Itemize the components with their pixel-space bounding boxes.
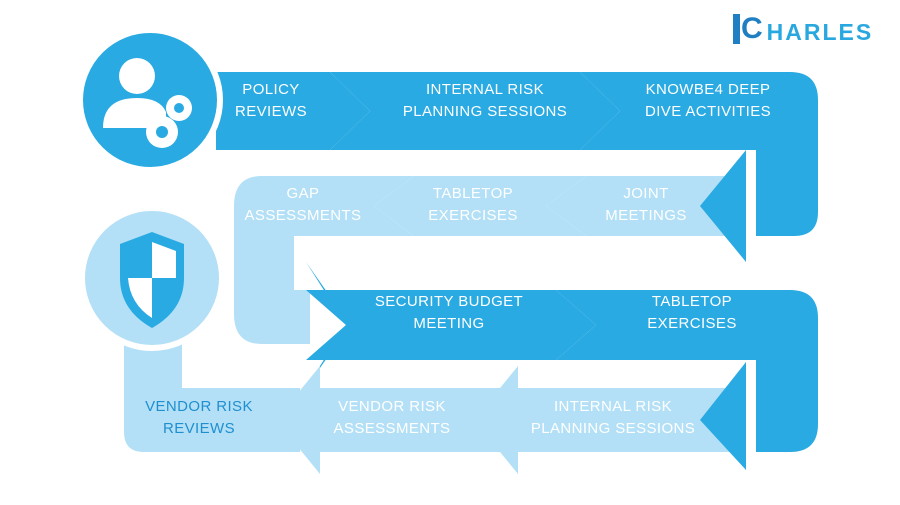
step-label: TABLETOP EXERCISES bbox=[428, 183, 517, 227]
step-label-line: TABLETOP bbox=[432, 185, 514, 202]
step-arrow bbox=[294, 176, 414, 236]
step-label-line: DIVE ACTIVITIES bbox=[644, 103, 772, 120]
step-label: POLICY REVIEWS bbox=[235, 79, 307, 123]
step-label: TABLETOP EXERCISES bbox=[647, 291, 736, 335]
step-arrow bbox=[546, 176, 746, 236]
brand-logo: C HARLES bbox=[733, 14, 873, 44]
step-arrow bbox=[374, 176, 586, 236]
step-label: VENDOR RISK ASSESSMENTS bbox=[334, 396, 451, 440]
step-label-line: PLANNING SESSIONS bbox=[402, 103, 568, 120]
step-label-line: EXERCISES bbox=[428, 207, 518, 224]
step-arrow-head bbox=[700, 362, 746, 470]
step-arrow bbox=[216, 72, 370, 150]
step-label-line: ASSESSMENTS bbox=[333, 420, 451, 437]
brand-logo-initial: C bbox=[733, 14, 765, 44]
step-label-line: PLANNING SESSIONS bbox=[530, 420, 696, 437]
step-label-line: MEETINGS bbox=[605, 207, 687, 224]
step-arrow-head bbox=[276, 366, 320, 474]
step-label-line: EXERCISES bbox=[647, 315, 737, 332]
step-label-line: GAP bbox=[286, 185, 320, 202]
step-label: GAP ASSESSMENTS bbox=[245, 183, 362, 227]
connector-row4-circle bbox=[124, 340, 300, 452]
step-label-line: TABLETOP bbox=[651, 293, 733, 310]
step-arrow bbox=[556, 290, 818, 360]
brand-logo-text: HARLES bbox=[766, 19, 874, 45]
connector-row2-row3 bbox=[234, 176, 310, 344]
step-arrow bbox=[330, 72, 620, 150]
step-arrow bbox=[478, 388, 746, 452]
step-label-line: JOINT bbox=[623, 185, 669, 202]
step-label: KNOWBE4 DEEP DIVE ACTIVITIES bbox=[645, 79, 771, 123]
step-label-line: INTERNAL RISK bbox=[425, 81, 545, 98]
step-label-line: POLICY bbox=[242, 81, 300, 98]
step-label: INTERNAL RISK PLANNING SESSIONS bbox=[403, 79, 567, 123]
step-label-line: ASSESSMENTS bbox=[244, 207, 362, 224]
step-label-line: KNOWBE4 DEEP bbox=[645, 81, 771, 98]
step-label-line: SECURITY BUDGET bbox=[374, 293, 524, 310]
step-label: INTERNAL RISK PLANNING SESSIONS bbox=[531, 396, 695, 440]
step-label-line: INTERNAL RISK bbox=[553, 398, 673, 415]
step-label-line: VENDOR RISK bbox=[145, 398, 253, 415]
shield-icon bbox=[79, 205, 225, 351]
step-label: SECURITY BUDGET MEETING bbox=[375, 291, 523, 335]
connector-row3-row4 bbox=[756, 330, 818, 452]
step-arrow-head bbox=[474, 366, 518, 474]
step-arrow-head bbox=[306, 262, 350, 388]
connector-row1-row2 bbox=[756, 100, 818, 236]
step-label-line: REVIEWS bbox=[163, 420, 235, 437]
step-arrow-head bbox=[700, 150, 746, 262]
step-label-line: VENDOR RISK bbox=[338, 398, 446, 415]
step-label-line: REVIEWS bbox=[235, 103, 307, 120]
step-label: VENDOR RISK REVIEWS bbox=[145, 396, 253, 440]
step-arrow bbox=[280, 388, 518, 452]
step-label: JOINT MEETINGS bbox=[605, 183, 687, 227]
step-arrow bbox=[306, 290, 596, 360]
step-label-line: MEETING bbox=[413, 315, 485, 332]
user-gears-icon bbox=[77, 27, 223, 173]
